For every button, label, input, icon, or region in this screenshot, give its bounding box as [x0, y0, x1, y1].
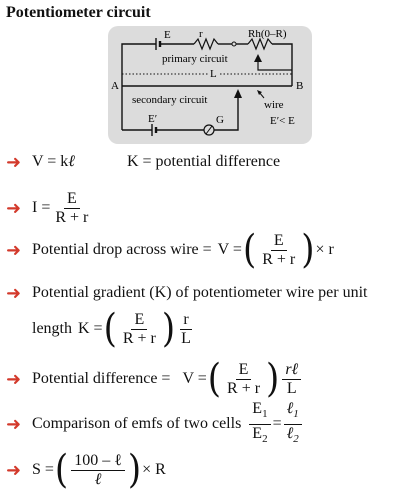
right-paren: )	[301, 227, 315, 273]
formula-lhs: V = k	[32, 153, 69, 170]
formula-text: Potential gradient (K) of potentiometer …	[32, 284, 368, 301]
label-primary-circuit: primary circuit	[162, 53, 228, 65]
arrow-icon: ➜	[6, 151, 22, 173]
fraction-numerator: E	[270, 232, 287, 251]
label-rheostat: Rh(0–R)	[248, 28, 287, 40]
fraction-numerator: ℓ1	[283, 400, 302, 425]
formula-text: Comparison of emfs of two cells	[32, 415, 242, 432]
formula-row: ➜ S = ( 100 – ℓ ℓ ) × R	[6, 448, 416, 492]
equals-sign: =	[272, 415, 282, 432]
arrow-icon: ➜	[6, 197, 22, 219]
left-paren: (	[54, 447, 69, 493]
left-paren: (	[103, 306, 117, 352]
formula-lhs: I =	[32, 199, 51, 216]
fraction-denominator: R + r	[262, 250, 296, 268]
right-paren: )	[127, 447, 142, 493]
formula-note: K = potential difference	[126, 153, 281, 170]
fraction-numerator: E1	[249, 400, 271, 425]
label-A: A	[111, 80, 119, 92]
arrow-icon: ➜	[6, 459, 22, 481]
fraction-numerator: E	[63, 190, 80, 209]
formula-lhs: S =	[32, 461, 54, 478]
fraction-numerator: r	[180, 311, 192, 330]
formula-row: ➜ Potential drop across wire = V = ( E R…	[6, 228, 416, 272]
fraction-numerator: E	[235, 361, 252, 380]
formula-lhs: V =	[182, 370, 207, 387]
left-paren: (	[207, 356, 222, 402]
arrow-icon: ➜	[6, 282, 22, 304]
fraction: E1 E2	[249, 400, 271, 447]
label-E-prime: E′	[148, 113, 157, 125]
formula-text: Potential difference =	[32, 370, 171, 387]
arrow-icon: ➜	[6, 239, 22, 261]
formula-lhs: V =	[217, 241, 242, 258]
formula-row: ➜ Comparison of emfs of two cells E1 E2 …	[6, 400, 416, 447]
right-paren: )	[266, 356, 280, 402]
fraction-denominator: R + r	[227, 379, 261, 397]
fraction: r L	[178, 311, 194, 348]
fraction-denominator: R + r	[122, 329, 156, 347]
left-paren: (	[242, 227, 257, 273]
fraction: E R + r	[224, 361, 263, 398]
label-secondary-circuit: secondary circuit	[132, 94, 207, 106]
fraction-denominator: ℓ2	[286, 424, 299, 445]
fraction-denominator: R + r	[55, 208, 89, 226]
formula-row: ➜ Potential difference = V = ( E R + r )…	[6, 356, 416, 402]
formula-tail: × R	[142, 461, 166, 478]
label-wire: wire	[264, 99, 284, 111]
fraction: E R + r	[259, 232, 298, 269]
potentiometer-circuit-diagram: E r Rh(0–R) primary circuit L A B second…	[108, 26, 312, 144]
fraction: E R + r	[52, 190, 91, 227]
fraction-denominator: L	[286, 379, 297, 397]
formula-row: ➜ I = E R + r	[6, 187, 416, 229]
fraction: 100 – ℓ ℓ	[71, 452, 125, 489]
label-condition: E′< E	[270, 115, 295, 127]
fraction-numerator: E	[131, 311, 148, 330]
fraction-denominator: L	[181, 329, 191, 347]
fraction: ℓ1 ℓ2	[283, 400, 302, 447]
formula-text: Potential drop across wire =	[32, 241, 212, 258]
fraction-denominator: ℓ	[94, 470, 102, 488]
right-paren: )	[161, 306, 176, 352]
fraction: E R + r	[120, 311, 159, 348]
label-length: L	[210, 68, 217, 80]
formula-lhs: K =	[78, 320, 103, 337]
arrow-icon: ➜	[6, 413, 22, 435]
label-B: B	[296, 80, 303, 92]
arrow-icon: ➜	[6, 368, 22, 390]
fraction-denominator: E2	[252, 424, 268, 445]
formula-symbol: ℓ	[68, 153, 75, 170]
fraction: rℓ L	[282, 361, 302, 398]
formula-text: length	[32, 320, 72, 337]
formula-row: ➜ Potential gradient (K) of potentiomete…	[6, 278, 416, 308]
page-title: Potentiometer circuit	[6, 4, 151, 21]
label-G: G	[216, 114, 224, 126]
label-E: E	[164, 29, 171, 41]
formula-tail: × r	[315, 241, 334, 258]
formula-row: length K = ( E R + r ) r L	[32, 306, 418, 352]
fraction-numerator: 100 – ℓ	[71, 452, 125, 471]
label-r: r	[199, 28, 203, 40]
fraction-numerator: rℓ	[282, 361, 302, 380]
